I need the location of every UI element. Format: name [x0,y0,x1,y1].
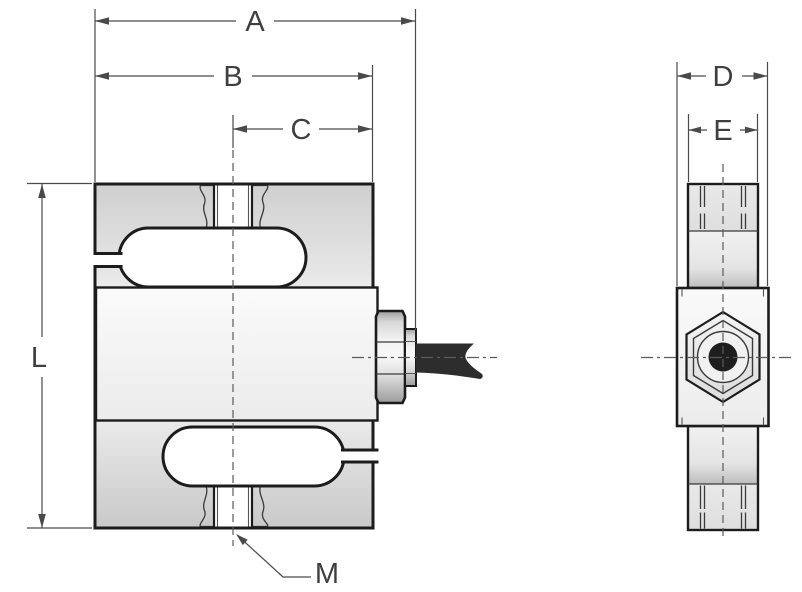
lower-right-hatch [251,485,269,528]
dimension-d: D [676,61,769,286]
dim-a-arrow-right [401,17,415,25]
dim-b-arrow-left [95,72,109,80]
dim-d-extensions [676,62,769,286]
front-view [92,182,483,530]
dim-b-arrow-right [358,72,372,80]
lower-slit-opening [342,450,378,461]
centerlines [232,150,792,546]
dimension-l: L [27,182,92,529]
center-block-lip-ticks [681,289,765,425]
dim-label-a: A [245,6,265,38]
dim-d-arrow-left [677,72,691,80]
center-block [94,286,379,422]
dim-l-arrow-top [38,184,46,198]
hole-wall-lines [212,185,254,527]
lower-flexure-slot [161,425,346,488]
body-outline [93,182,375,530]
upper-slit-lines [93,252,123,268]
nut-facet-lines [376,341,405,375]
dim-a-extensions [94,9,417,330]
cable-entry-hole [708,342,738,372]
dim-c-arrow-right [358,125,372,133]
upper-right-hatch [251,184,269,229]
dimension-a: A [94,6,417,330]
dimension-e: E [687,114,759,182]
dim-c-arrow-left [233,125,247,133]
adapter-facet-lines [405,340,416,375]
dim-label-l: L [31,342,47,374]
dim-label-d: D [713,61,734,93]
hole-thread-lines [216,185,250,527]
dim-e-extensions [687,114,759,182]
dim-l-arrow-bottom [38,514,46,528]
m-leader-arrow [236,534,248,546]
upper-flexure-slot [117,226,308,289]
upper-slit-opening [92,255,122,265]
m-leader-line [241,539,311,578]
dim-label-b: B [223,61,242,93]
gland-inner-hex [692,319,754,395]
dim-l-extensions [27,182,92,529]
upper-left-hatch [199,184,215,229]
dim-label-e: E [713,115,732,147]
dim-e-arrow-right [745,126,758,134]
dimension-b: B [95,61,374,182]
dim-label-m: M [315,558,339,590]
cable [416,343,483,379]
dimension-c: C [232,114,372,148]
dim-label-c: C [291,114,312,146]
dim-e-arrow-left [688,126,701,134]
thread-callout-m: M [236,534,339,590]
dim-a-arrow-left [95,17,109,25]
cable-gland-nut [374,309,407,405]
dim-d-arrow-right [753,72,768,80]
lower-left-hatch [199,485,215,528]
lower-slit-lines [341,448,379,464]
